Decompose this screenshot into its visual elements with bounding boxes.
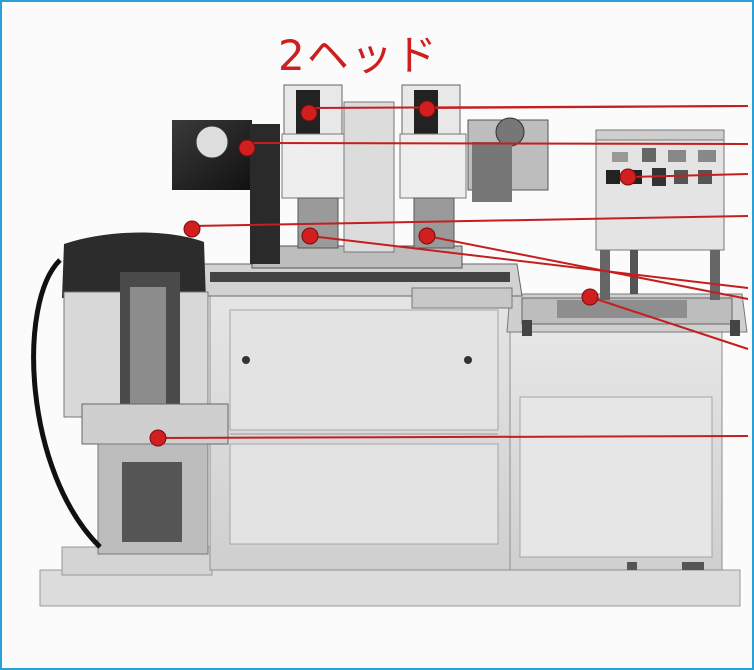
conveyor-deck	[197, 245, 523, 309]
cabinet-knob-left	[242, 356, 250, 364]
main-cabinet	[209, 279, 511, 571]
callout-dot-9	[149, 429, 167, 447]
work-table	[506, 293, 748, 336]
callout-line-4	[627, 173, 749, 178]
callout-line-6	[309, 235, 749, 289]
callout-dot-8	[581, 288, 599, 306]
callout-line-5	[191, 215, 749, 227]
callout-lines	[157, 105, 749, 439]
diagram-title: 2ヘッド	[278, 31, 439, 80]
callout-dot-6	[301, 227, 319, 245]
callout-dot-3	[238, 139, 256, 157]
callout-line-7	[426, 235, 749, 300]
callout-markers	[149, 100, 637, 447]
callout-line-3	[246, 142, 749, 145]
callout-dot-7	[418, 227, 436, 245]
callout-dot-5	[183, 220, 201, 238]
callout-line-2	[426, 105, 749, 109]
control-box	[595, 129, 725, 300]
left-feeder	[31, 232, 229, 555]
callout-line-9	[157, 435, 749, 439]
cabinet-knob-right	[464, 356, 472, 364]
right-roll-unit	[467, 117, 549, 202]
left-roll-unit	[172, 120, 280, 264]
callout-dot-2	[418, 100, 436, 118]
right-cabinet	[509, 331, 723, 571]
callout-line-8	[589, 296, 749, 350]
callout-dot-4	[619, 168, 637, 186]
callout-dot-1	[300, 104, 318, 122]
